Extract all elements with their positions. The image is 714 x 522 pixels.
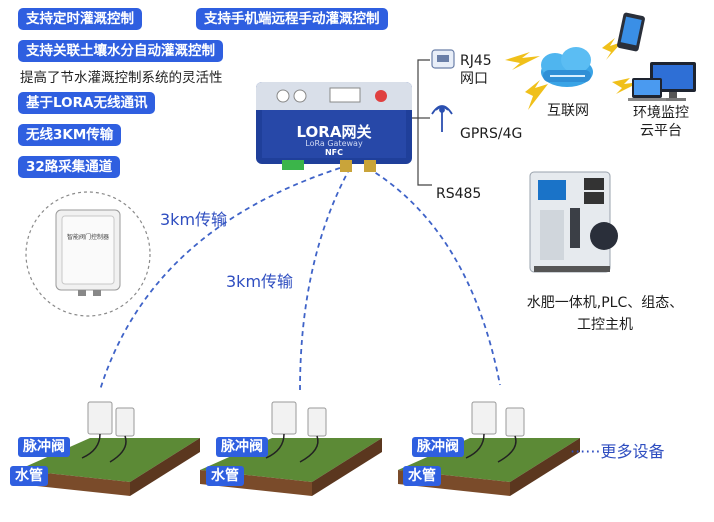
lightning-icon [612, 78, 640, 94]
rs485-label: RS485 [436, 186, 482, 202]
distance-label: 3km传输 [226, 272, 294, 291]
link-to-field-3 [367, 167, 501, 386]
gprs-label: GPRS/4G [460, 126, 523, 142]
feature-badge: 支持定时灌溉控制 [18, 8, 142, 30]
device-enclosure-illustration [25, 191, 151, 317]
wireless-links [99, 167, 501, 391]
feature-badge: 32路采集通道 [18, 156, 121, 178]
antenna-icon [431, 105, 453, 132]
valve-label: 脉冲阀 [216, 437, 268, 457]
pipe-label: 水管 [206, 466, 244, 486]
fertigation-machine-illustration [529, 171, 618, 273]
gateway-device [256, 82, 412, 172]
fertigation-label: 水肥一体机,PLC、组态、 工控主机 [526, 295, 684, 333]
gateway-subtitle: LoRa Gateway [305, 139, 363, 148]
feature-badge: 支持手机端远程手动灌溉控制 [196, 8, 388, 30]
gateway-nfc-label: NFC [324, 148, 344, 157]
link-to-field-2 [299, 167, 351, 391]
pipe-label: 水管 [10, 466, 48, 486]
gateway-title: LORA网关 [296, 123, 372, 141]
internet-label: 互联网 [547, 103, 589, 119]
lightning-icon [525, 80, 548, 110]
field-tile-2 [200, 401, 382, 496]
field-tile-1 [18, 401, 200, 496]
rj45-label: RJ45 网口 [460, 53, 492, 87]
feature-badge: 基于LORA无线通讯 [18, 92, 156, 114]
feature-badge: 支持关联土壤水分自动灌溉控制 [18, 40, 223, 62]
enclosure-label: 智能阀门控制器 [66, 234, 109, 241]
feature-text: 提高了节水灌溉控制系统的灵活性 [20, 70, 223, 86]
cloud-icon [541, 47, 593, 87]
distance-label: 3km传输 [160, 210, 228, 229]
monitor-icon [628, 62, 696, 101]
lightning-icons [505, 38, 640, 110]
valve-label: 脉冲阀 [18, 437, 70, 457]
more-devices-label: ······更多设备 [570, 442, 665, 461]
lightning-icon [505, 52, 540, 70]
phone-icon [617, 12, 645, 52]
cloud-platform-label: 环境监控 云平台 [633, 105, 689, 139]
pipe-label: 水管 [403, 466, 441, 486]
valve-label: 脉冲阀 [412, 437, 464, 457]
link-to-field-1 [99, 167, 341, 391]
wired-links [412, 59, 432, 186]
ethernet-port-icon [431, 49, 455, 69]
lightning-icon [602, 38, 622, 60]
feature-badge: 无线3KM传输 [18, 124, 122, 146]
